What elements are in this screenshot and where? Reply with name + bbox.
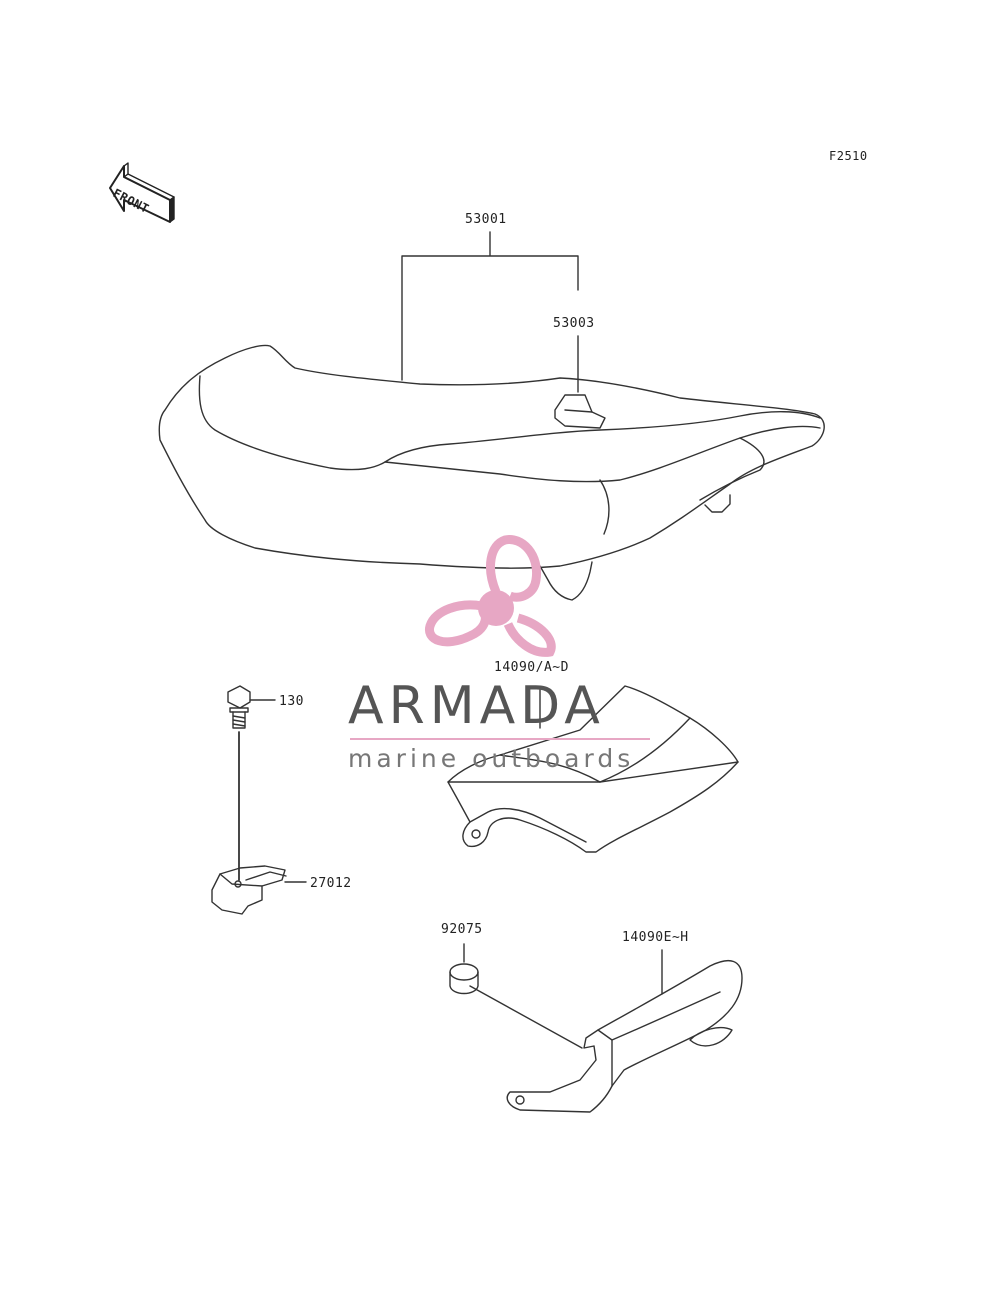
front-arrow-icon: [109, 162, 175, 223]
cover-a-d-drawing: [447, 685, 739, 853]
figure-code: F2510: [829, 149, 868, 163]
part-label-130: 130: [279, 694, 304, 709]
part-label-92075: 92075: [441, 922, 483, 937]
part-label-53003: 53003: [553, 316, 595, 331]
part-label-27012: 27012: [310, 876, 352, 891]
propeller-logo-icon: [425, 535, 556, 657]
damper-drawing: [449, 943, 583, 1049]
cover-e-h-drawing: [506, 949, 743, 1113]
part-label-14090-e-h: 14090E~H: [622, 930, 689, 945]
part-label-53001: 53001: [465, 212, 507, 227]
seat-drawing: [158, 344, 825, 601]
leader-53001: [401, 231, 579, 393]
watermark-brand: ARMADA: [348, 676, 605, 736]
bolt-drawing: [227, 685, 276, 881]
bracket-drawing: [211, 865, 307, 915]
part-label-14090-a-d: 14090/A~D: [494, 660, 569, 675]
watermark-divider: [350, 738, 650, 740]
watermark-tagline: marine outboards: [348, 744, 635, 773]
